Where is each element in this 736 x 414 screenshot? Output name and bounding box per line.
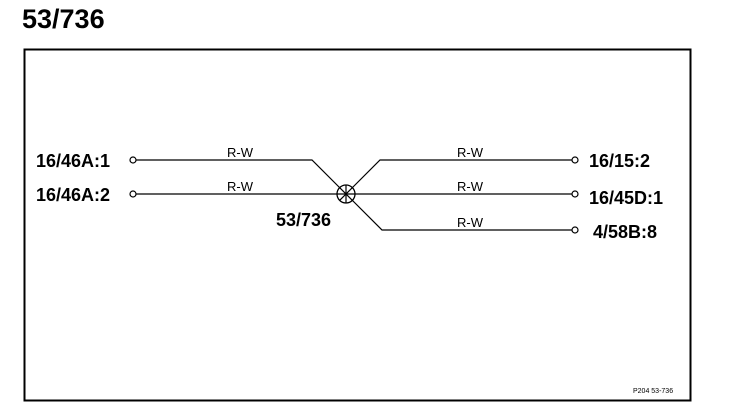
wire-color-label: R-W (227, 145, 254, 160)
splice-label: 53/736 (276, 210, 331, 230)
wire-left-1[interactable] (136, 159, 347, 195)
right-connector-3[interactable]: 4/58B:8 (571, 222, 657, 242)
right-connector-2[interactable]: 16/45D:1 (571, 188, 663, 208)
wire-color-label: R-W (227, 179, 254, 194)
left-connector-1[interactable]: 16/46A:1 (36, 151, 137, 171)
right-connector-label: 16/45D:1 (589, 188, 663, 208)
left-connector-2[interactable]: 16/46A:2 (36, 185, 137, 205)
left-connector-label: 16/46A:1 (36, 151, 110, 171)
splice-icon[interactable] (336, 184, 356, 204)
connector-pin-icon (571, 226, 579, 234)
wire-color-label: R-W (457, 179, 484, 194)
connector-pin-icon (571, 156, 579, 164)
wire-color-label: R-W (457, 215, 484, 230)
wire-color-label: R-W (457, 145, 484, 160)
wire-right-3[interactable] (345, 193, 572, 231)
reference-code: P204 53-736 (633, 388, 673, 395)
connector-pin-icon (129, 190, 137, 198)
page-title: 53/736 (22, 4, 105, 34)
wire-right-1[interactable] (345, 159, 572, 195)
connector-pin-icon (129, 156, 137, 164)
right-connector-1[interactable]: 16/15:2 (571, 151, 650, 171)
left-connector-label: 16/46A:2 (36, 185, 110, 205)
connector-pin-icon (571, 190, 579, 198)
right-connector-label: 4/58B:8 (593, 222, 657, 242)
diagram-frame (23, 48, 692, 402)
right-connector-label: 16/15:2 (589, 151, 650, 171)
